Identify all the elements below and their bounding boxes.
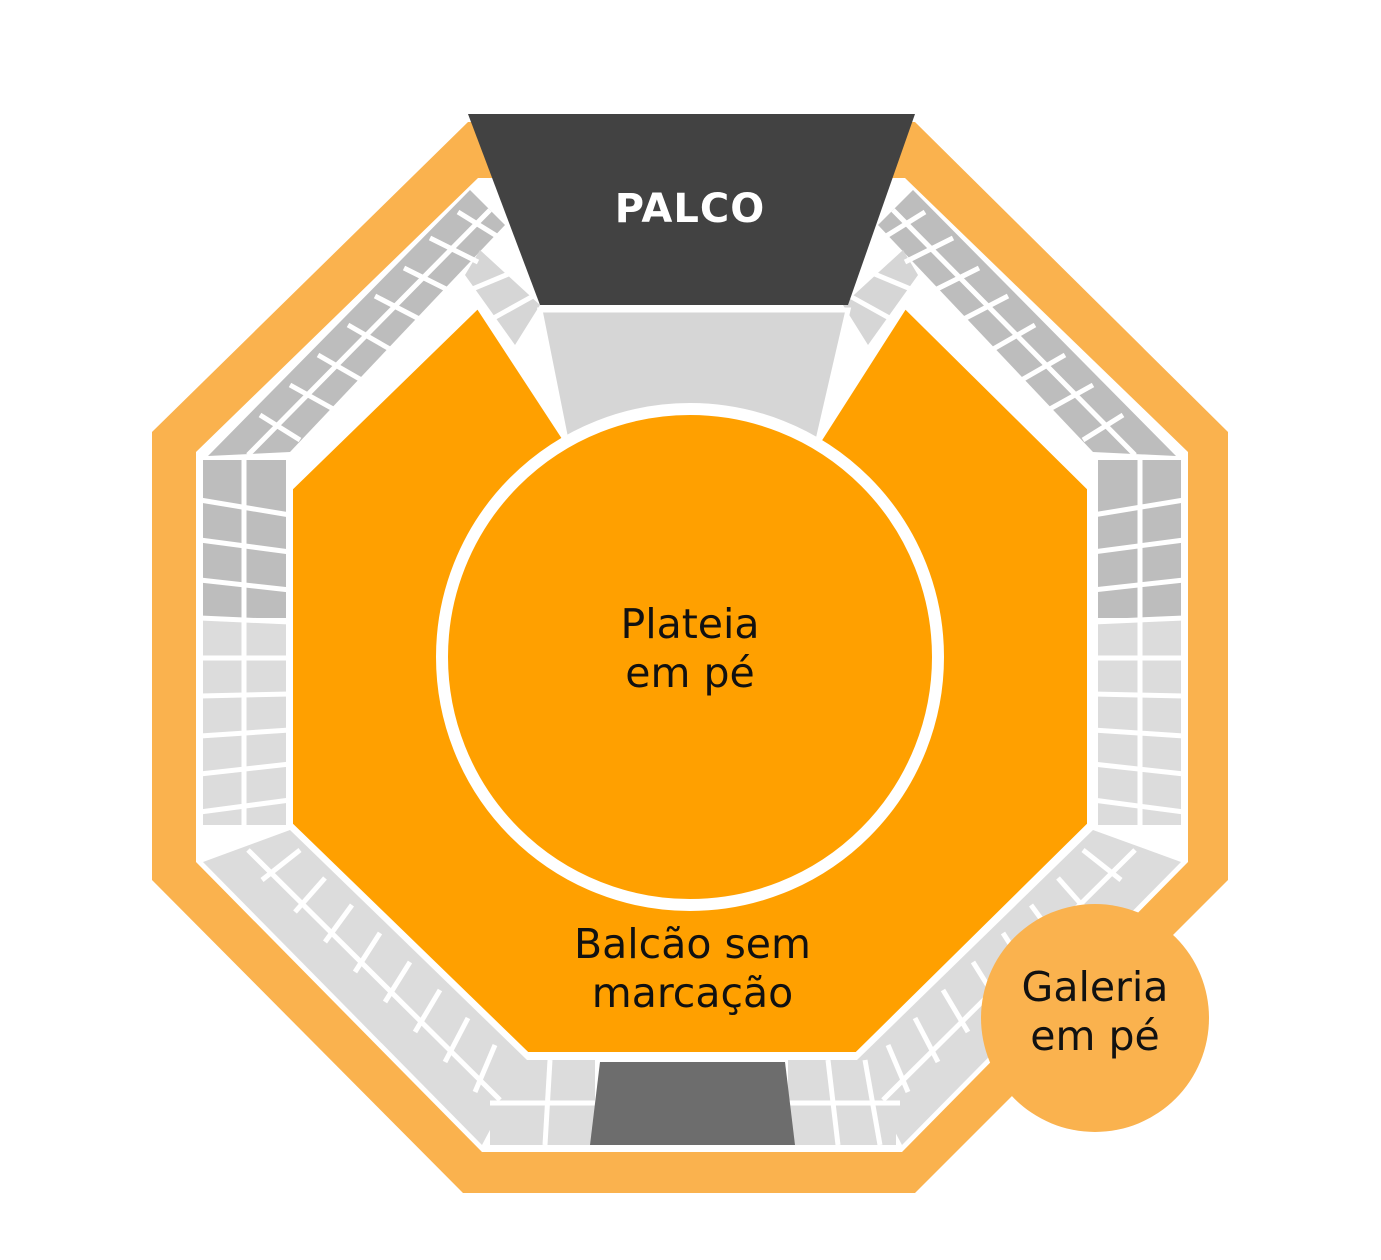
floor-plateia-circle[interactable] <box>436 403 944 911</box>
balcony-label-line1: Balcão sem <box>574 920 811 968</box>
gallery-label: Galeria em pé <box>990 963 1200 1061</box>
balcony-label: Balcão sem marcação <box>520 920 865 1018</box>
floor-label: Plateia em pé <box>540 600 840 698</box>
gallery-circle[interactable] <box>981 904 1209 1132</box>
rear-block[interactable] <box>590 1062 795 1145</box>
seats-bottom-left[interactable] <box>203 830 527 1145</box>
gallery-label-line2: em pé <box>1030 1012 1160 1061</box>
stage-palco[interactable] <box>468 114 915 305</box>
floor-label-line2: em pé <box>625 649 755 698</box>
seats-top-left[interactable] <box>208 190 505 456</box>
gallery-label-line1: Galeria <box>1021 963 1169 1011</box>
stage-label-text: PALCO <box>614 186 766 232</box>
balcony-label-line2: marcação <box>591 969 794 1018</box>
seat-grid-lines <box>199 208 1185 1146</box>
seats-front-sides[interactable] <box>465 250 918 345</box>
stage-label: PALCO <box>540 185 840 233</box>
floor-label-line1: Plateia <box>620 600 760 648</box>
seats-top-right[interactable] <box>878 190 1176 456</box>
